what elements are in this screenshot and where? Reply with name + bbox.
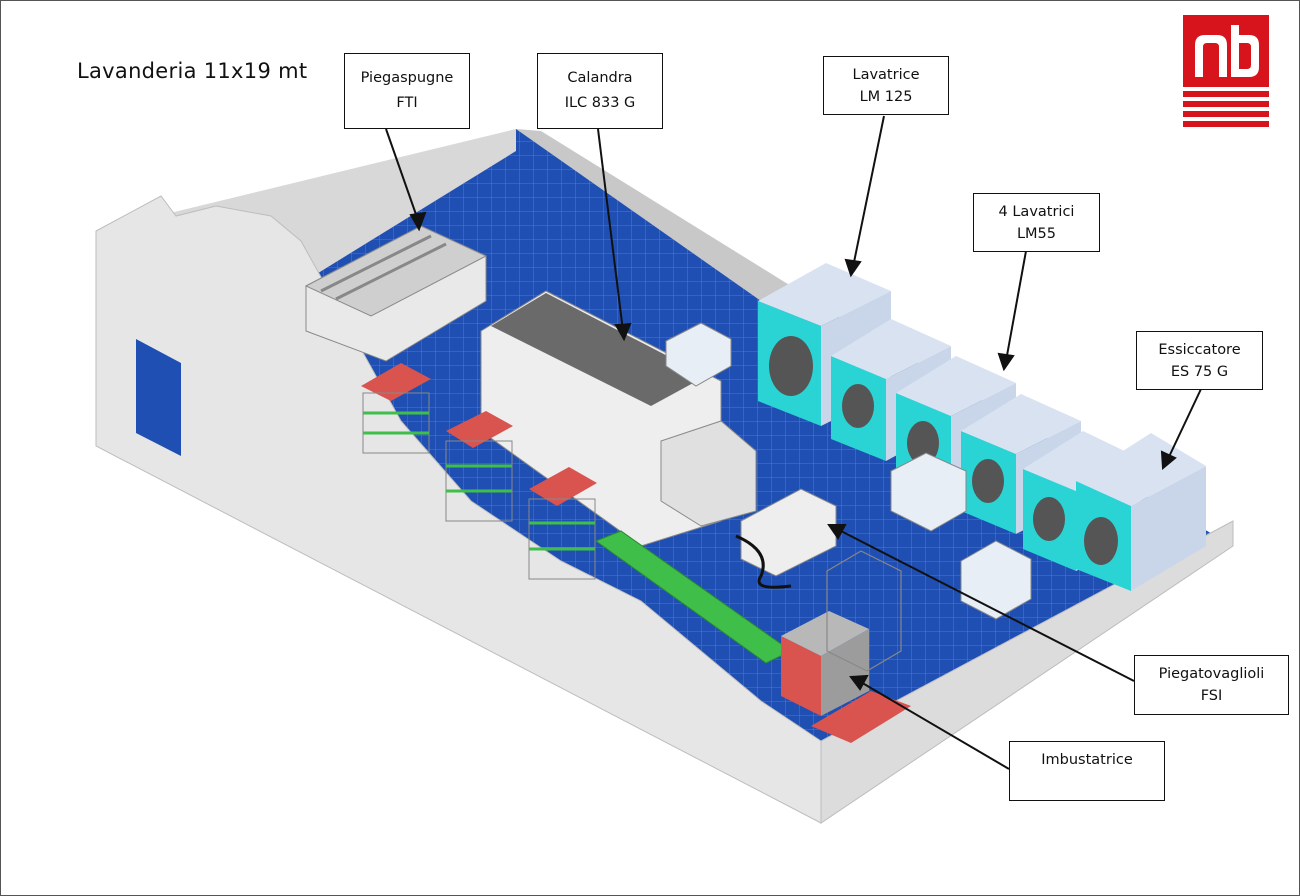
washer-door xyxy=(907,421,939,465)
arrow-imbustatrice xyxy=(858,680,1010,770)
page-title: Lavanderia 11x19 mt xyxy=(77,59,308,83)
washer-door xyxy=(1033,497,1065,541)
washer-door xyxy=(972,459,1004,503)
arrowhead xyxy=(997,352,1015,372)
shelf-top xyxy=(529,467,597,506)
callout-line2: ES 75 G xyxy=(1170,363,1229,380)
callout-piegatovaglioli: Piegatovaglioli FSI xyxy=(1134,655,1289,715)
callout-line2: FTI xyxy=(396,95,418,111)
dryer-door xyxy=(1084,517,1118,565)
ironer-top xyxy=(491,293,706,406)
washer-top xyxy=(1023,431,1141,491)
callout-line1: Piegaspugne xyxy=(360,70,454,86)
towel-folder-stripe xyxy=(320,234,432,293)
callout-line2: LM 125 xyxy=(859,88,913,105)
washer-top xyxy=(896,356,1016,416)
washer-top xyxy=(758,263,891,326)
arrow-lavatrice xyxy=(852,115,885,268)
callout-line2: LM55 xyxy=(1016,225,1057,242)
napkin-folder-machine xyxy=(740,488,837,577)
shelf-1 xyxy=(361,363,431,454)
ironer-feeder xyxy=(660,420,757,527)
shelf-top xyxy=(446,411,513,448)
towel-folder-stripe xyxy=(335,242,447,301)
callout-imbustatrice: Imbustatrice xyxy=(1009,741,1165,801)
shelf-2 xyxy=(445,411,513,522)
laundry-tub-3 xyxy=(665,322,732,387)
callout-line1: Lavatrice xyxy=(852,66,920,83)
callout-arrows xyxy=(385,115,1202,770)
callout-line2: FSI xyxy=(1200,688,1223,704)
towel-folder-top xyxy=(304,225,488,317)
bagging-conveyor xyxy=(811,691,911,743)
laundry-tub-1 xyxy=(890,452,967,532)
dryer-top xyxy=(1076,433,1206,506)
shelf-body xyxy=(528,498,596,580)
back-wall-right xyxy=(516,129,791,301)
washer-door xyxy=(769,336,813,396)
laundry-tub-2 xyxy=(960,540,1032,620)
callout-piegaspugne: Piegaspugne FTI xyxy=(344,53,470,129)
arrowhead xyxy=(1160,450,1177,471)
callout-line1: Essiccatore xyxy=(1158,341,1241,358)
callout-lavatrici: 4 Lavatrici LM55 xyxy=(973,193,1100,252)
shelf-3 xyxy=(528,467,597,580)
arrowhead xyxy=(409,211,427,232)
washer-door xyxy=(842,384,874,428)
shelf-body xyxy=(445,440,513,522)
shelf-body xyxy=(362,392,430,454)
callout-line1: Imbustatrice xyxy=(1041,752,1133,768)
callout-essiccatore: Essiccatore ES 75 G xyxy=(1136,331,1263,390)
dryer-side xyxy=(1131,466,1206,591)
shelf-top xyxy=(361,363,431,401)
arrow-piegaspugne xyxy=(385,128,420,224)
callout-calandra: Calandra ILC 833 G xyxy=(537,53,663,129)
bagging-machine-top xyxy=(781,611,869,656)
arrowhead xyxy=(844,258,862,278)
arrowhead xyxy=(849,674,869,691)
linen-cart xyxy=(826,550,902,672)
arrowhead xyxy=(827,524,847,540)
arrow-piegatovaglioli xyxy=(836,528,1135,682)
arrow-essiccatore xyxy=(1166,388,1202,462)
front-wall-right xyxy=(820,520,1234,824)
bagging-machine-front xyxy=(781,636,821,716)
nb-logo-icon xyxy=(1183,15,1269,127)
bagging-machine-side xyxy=(821,629,869,716)
flow-arrow xyxy=(735,534,792,589)
callout-line1: Piegatovaglioli xyxy=(1158,666,1265,682)
arrowhead xyxy=(614,322,632,342)
washer-top xyxy=(831,319,951,379)
callout-line1: Calandra xyxy=(567,70,633,86)
callout-line1: 4 Lavatrici xyxy=(998,203,1075,220)
arrow-calandra xyxy=(597,128,624,332)
callout-line2: ILC 833 G xyxy=(564,95,636,111)
callout-lavatrice: Lavatrice LM 125 xyxy=(823,56,949,115)
door-opening xyxy=(136,339,181,456)
arrow-lavatrici xyxy=(1005,250,1027,362)
dryer-es75g xyxy=(1076,433,1206,591)
washer-top xyxy=(961,394,1081,454)
